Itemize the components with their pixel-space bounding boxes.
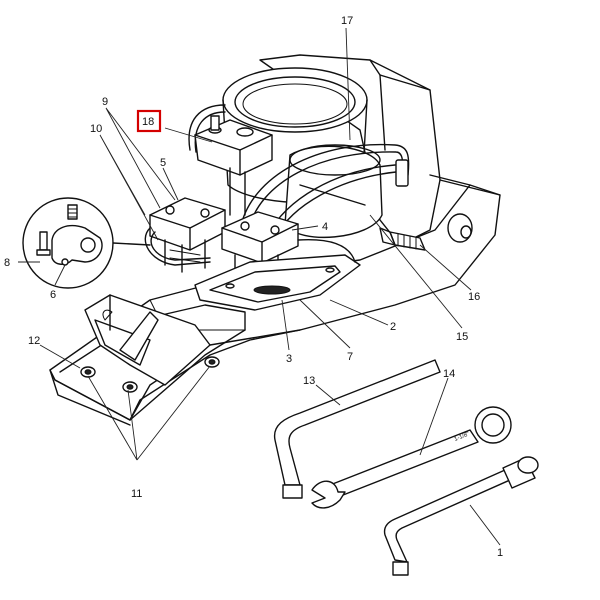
callout-11: 11 [131, 488, 142, 500]
small-tubing [144, 227, 356, 266]
detail-inset [22, 197, 151, 289]
callout-1: 1 [497, 547, 503, 559]
callout-8: 8 [4, 257, 10, 269]
callout-14: 14 [443, 368, 455, 380]
valve-block-right [221, 211, 299, 289]
callout-4: 4 [322, 221, 328, 233]
callout-3: 3 [286, 353, 292, 365]
mounting-holes [80, 356, 220, 393]
callout-5: 5 [160, 157, 166, 169]
callout-2: 2 [390, 321, 396, 333]
callout-10: 10 [90, 123, 102, 135]
callout-18: 18 [142, 116, 154, 128]
cylinder-assembly [222, 67, 383, 239]
callout-13: 13 [303, 375, 315, 387]
callout-15: 15 [456, 331, 468, 343]
callout-7: 7 [347, 351, 353, 363]
front-ramp [84, 294, 211, 386]
callout-18-highlight [136, 109, 162, 133]
callout-16: 16 [468, 291, 480, 303]
callout-12: 12 [28, 335, 40, 347]
callout-labels: 17 9 10 5 4 8 6 2 3 7 15 16 12 11 13 14 … [4, 15, 503, 559]
callout-17: 17 [341, 15, 353, 27]
wrench-size-label: 1-1/8" [454, 431, 471, 442]
top-fitting-block [194, 115, 273, 216]
socket-wrench [383, 456, 539, 576]
leader-lines [18, 27, 501, 546]
base-plate [194, 254, 361, 311]
l-wrench [273, 359, 441, 499]
callout-6: 6 [50, 289, 56, 301]
callout-9: 9 [102, 96, 108, 108]
combination-wrench: 1-1/8" [311, 406, 512, 509]
